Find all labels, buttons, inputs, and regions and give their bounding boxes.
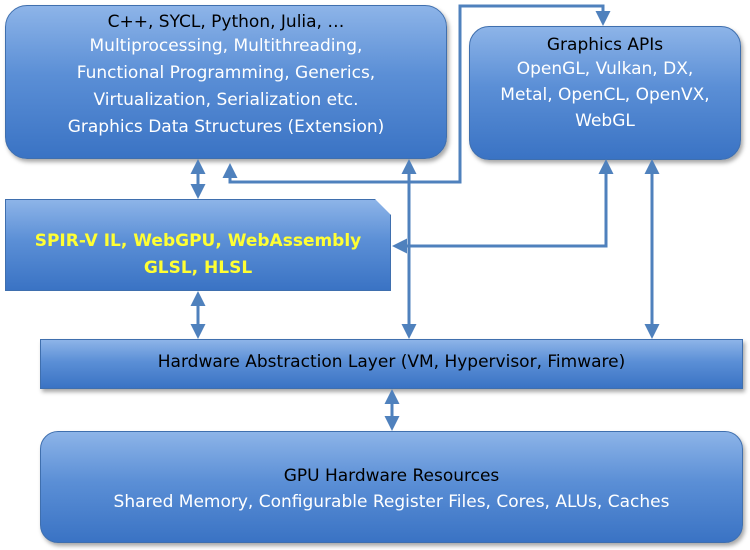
- ir-line-1: SPIR-V IL, WebGPU, WebAssembly: [34, 231, 362, 251]
- gpu-subtitle: Shared Memory, Configurable Register Fil…: [113, 492, 670, 512]
- gpu-hardware-resources-box: GPU Hardware Resources Shared Memory, Co…: [40, 431, 743, 543]
- hal-title: Hardware Abstraction Layer (VM, Hypervis…: [157, 352, 626, 372]
- arrow-languages-graphics: [222, 4, 611, 184]
- arrow-graphics-ir: [392, 159, 614, 254]
- intermediate-representation-box: SPIR-V IL, WebGPU, WebAssembly GLSL, HLS…: [5, 199, 391, 291]
- hardware-abstraction-layer-box: Hardware Abstraction Layer (VM, Hypervis…: [40, 339, 743, 389]
- ir-line-2: GLSL, HLSL: [143, 258, 253, 278]
- gpu-title: GPU Hardware Resources: [283, 466, 500, 486]
